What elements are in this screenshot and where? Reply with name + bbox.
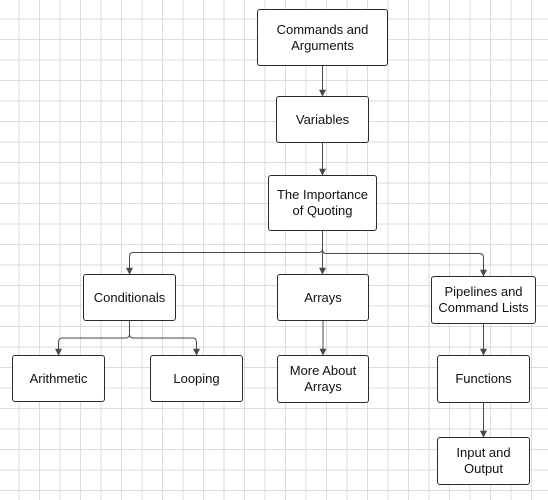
- edge-quoting-to-conditionals: [126, 231, 323, 275]
- node-label: Looping: [173, 370, 220, 386]
- edge-conditionals-to-looping: [129, 321, 200, 356]
- node-commands-and-arguments[interactable]: Commands and Arguments: [257, 9, 388, 66]
- node-label: Variables: [295, 111, 350, 127]
- node-more-about-arrays[interactable]: More About Arrays: [277, 355, 369, 403]
- node-label: Commands and Arguments: [276, 21, 369, 53]
- node-variables[interactable]: Variables: [276, 96, 369, 143]
- node-arrays[interactable]: Arrays: [277, 274, 369, 321]
- node-label: Functions: [455, 371, 512, 386]
- node-importance-of-quoting[interactable]: The Importance of Quoting: [268, 175, 377, 231]
- node-label: Pipelines and Command Lists: [438, 284, 529, 315]
- node-label: Arrays: [304, 289, 342, 305]
- edge-conditionals-to-arithmetic: [55, 321, 130, 356]
- node-functions[interactable]: Functions: [437, 355, 530, 403]
- node-label: The Importance of Quoting: [276, 187, 369, 218]
- node-pipelines-and-command-lists[interactable]: Pipelines and Command Lists: [431, 276, 536, 324]
- node-label: Conditionals: [93, 289, 166, 305]
- node-arithmetic[interactable]: Arithmetic: [12, 355, 105, 402]
- node-label: More About Arrays: [289, 363, 357, 394]
- node-input-and-output[interactable]: Input and Output: [437, 437, 530, 485]
- node-conditionals[interactable]: Conditionals: [83, 274, 176, 321]
- node-label: Arithmetic: [29, 370, 88, 386]
- node-looping[interactable]: Looping: [150, 355, 243, 402]
- node-label: Input and Output: [456, 445, 511, 476]
- edge-quoting-to-pipelines: [322, 231, 487, 277]
